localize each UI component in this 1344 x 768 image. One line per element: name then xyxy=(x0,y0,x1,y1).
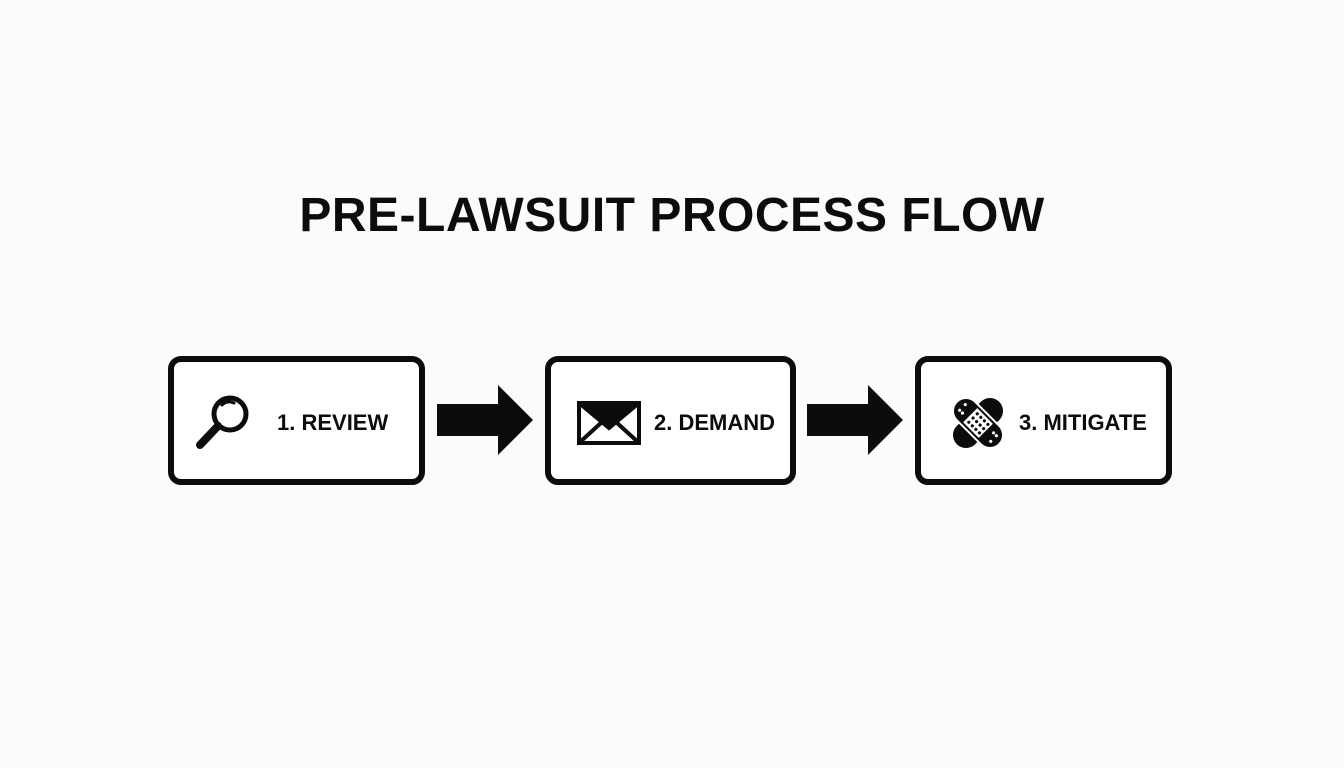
flow-arrow-icon xyxy=(807,385,903,455)
bandage-icon xyxy=(945,390,1011,456)
step-mitigate-box: 3. MITIGATE xyxy=(915,356,1172,485)
magnifying-glass-icon xyxy=(192,390,258,456)
flow-arrow-icon xyxy=(437,385,533,455)
envelope-icon xyxy=(576,390,642,456)
step-label-mitigate: 3. MITIGATE xyxy=(1019,410,1147,435)
step-label-demand: 2. DEMAND xyxy=(654,410,776,435)
step-demand-box: 2. DEMAND xyxy=(545,356,796,485)
diagram-title: PRE-LAWSUIT PROCESS FLOW xyxy=(299,189,1045,242)
step-review-box: 1. REVIEW xyxy=(168,356,425,485)
step-label-review: 1. REVIEW xyxy=(277,410,389,435)
